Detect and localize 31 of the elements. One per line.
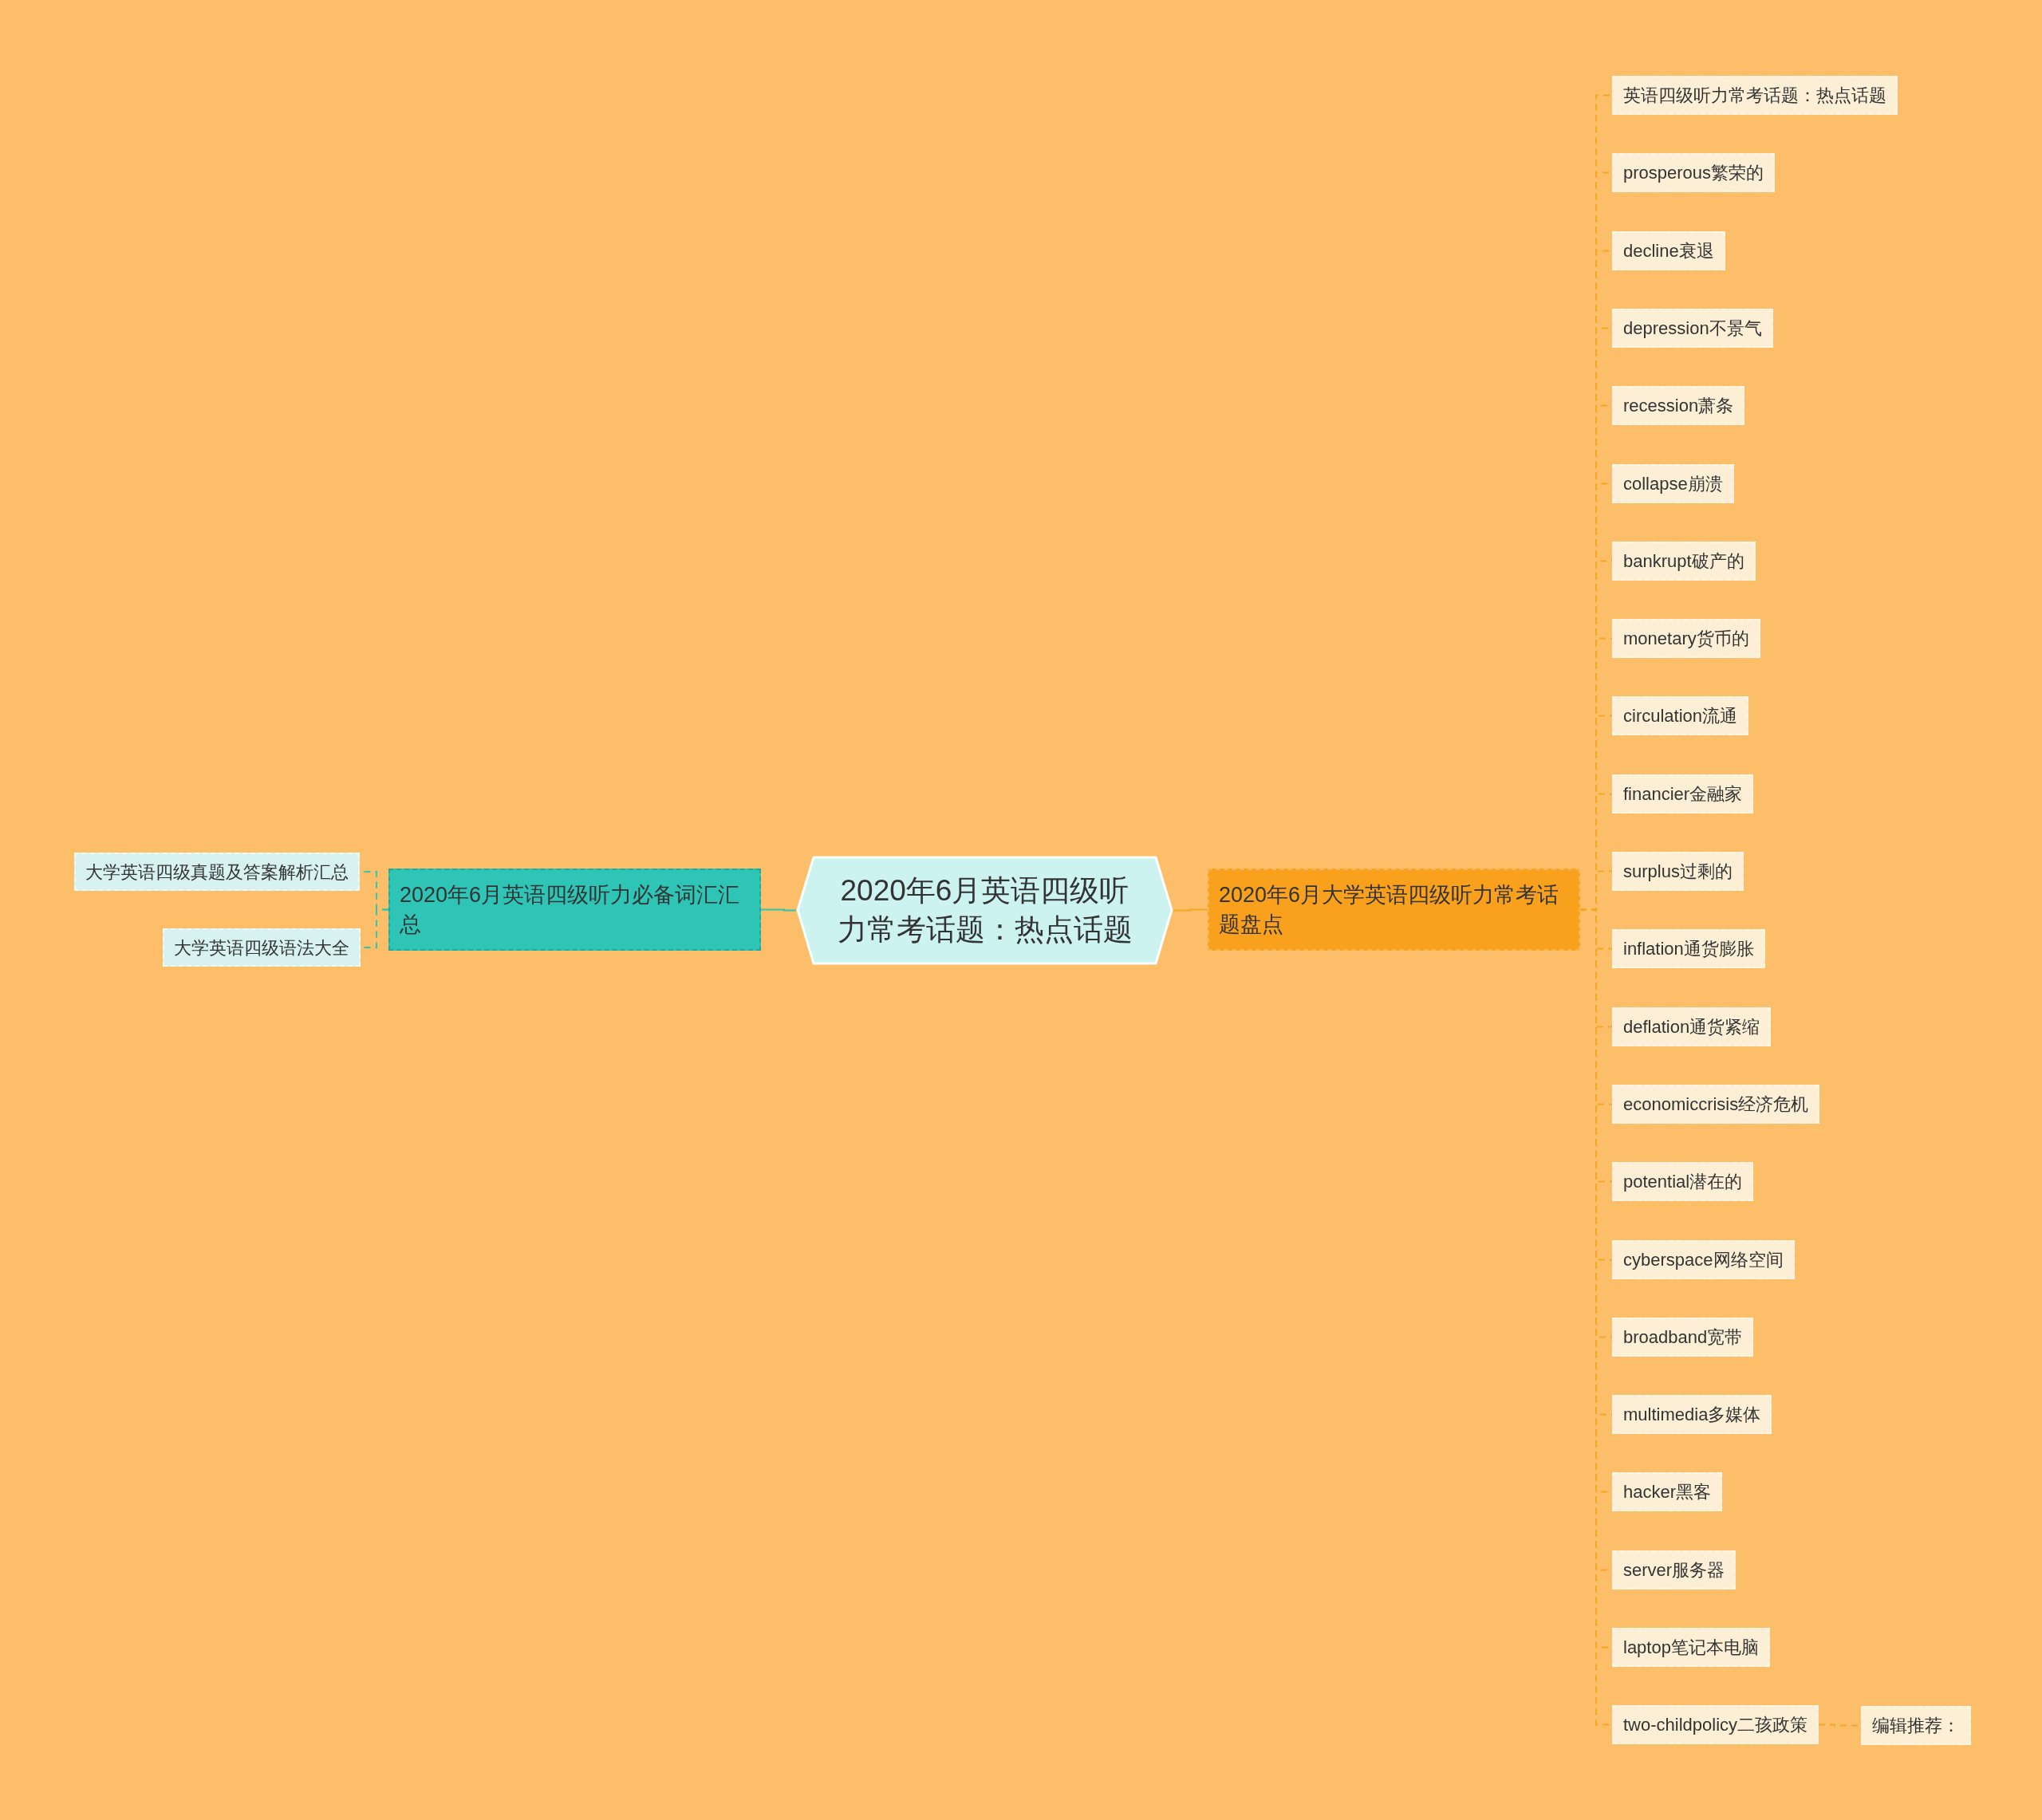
subtopic-label: 编辑推荐： [1861,1706,1971,1745]
connector-line [1173,908,1208,912]
subtopic-label: broadband宽带 [1612,1317,1754,1357]
subtopic-label: financier金融家 [1612,774,1754,813]
central-topic-hexagon [796,856,1173,965]
subtopic-label: recession萧条 [1612,386,1745,426]
subtopic-label: inflation通货膨胀 [1612,929,1765,969]
branch-topic: 2020年6月英语四级听力必备词汇汇总 [388,869,761,951]
subtopic-label: multimedia多媒体 [1612,1395,1772,1435]
subtopic-label: laptop笔记本电脑 [1612,1628,1770,1667]
subtopic-label: collapse崩溃 [1612,463,1734,503]
subtopic-label: decline衰退 [1612,230,1725,270]
subtopic-label: hacker黑客 [1612,1472,1723,1512]
connector-line [760,908,797,912]
branch-topic: 2020年6月大学英语四级听力常考话题盘点 [1208,869,1580,951]
subtopic-label: two-childpolicy二孩政策 [1612,1705,1819,1745]
subtopic-label: 大学英语四级语法大全 [163,928,361,967]
subtopic-label: prosperous繁荣的 [1612,153,1776,193]
subtopic-label: surplus过剩的 [1612,852,1744,891]
subtopic-label: depression不景气 [1612,308,1773,348]
subtopic-label: deflation通货紧缩 [1612,1007,1772,1046]
subtopic-label: monetary货币的 [1612,619,1760,659]
subtopic-label: potential潜在的 [1612,1162,1754,1202]
subtopic-label: cyberspace网络空间 [1612,1239,1795,1279]
subtopic-label: 大学英语四级真题及答案解析汇总 [74,853,360,891]
subtopic-label: circulation流通 [1612,696,1749,736]
subtopic-label: 英语四级听力常考话题：热点话题 [1612,76,1898,115]
subtopic-label: bankrupt破产的 [1612,541,1756,581]
subtopic-label: economiccrisis经济危机 [1612,1084,1820,1124]
topic-text: 2020年6月英语四级听力常考话题：热点话题 [836,873,1133,947]
subtopic-label: server服务器 [1612,1550,1736,1590]
